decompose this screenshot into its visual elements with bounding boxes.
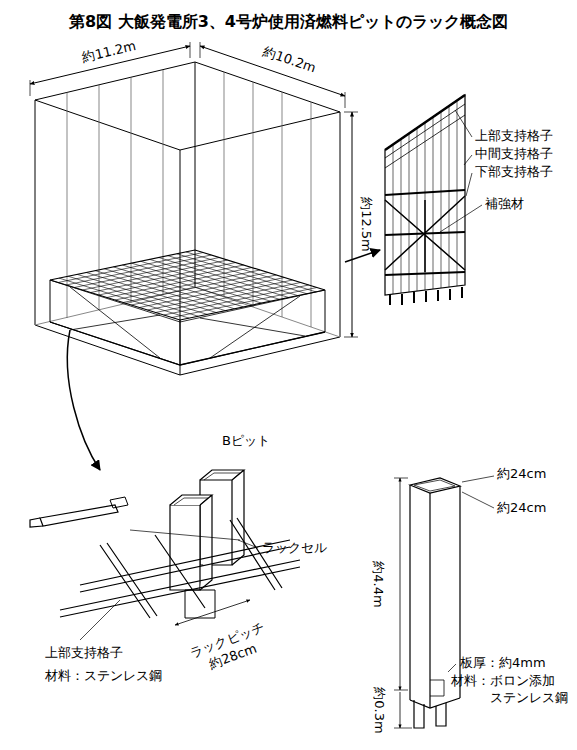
drawing-stroke <box>35 100 340 150</box>
drawing-stroke <box>430 680 444 696</box>
dimension: 約24cm <box>497 466 546 483</box>
pit-outline <box>30 42 380 470</box>
drawing-stroke <box>414 700 446 728</box>
drawing-stroke <box>67 330 100 470</box>
drawing-stroke <box>449 107 450 287</box>
dimension: 約12.5m <box>357 197 374 252</box>
drawing-stroke <box>410 478 460 493</box>
pit-name: Bピット <box>222 433 270 450</box>
drawing-stroke <box>170 495 212 590</box>
drawing-stroke <box>30 518 43 527</box>
dimension: ラックピッチ 約28cm <box>185 619 276 680</box>
drawing-stroke <box>417 128 418 291</box>
drawing-stroke <box>100 518 282 618</box>
dimension: 約11.2m <box>81 38 138 67</box>
part-name: ラックセル <box>262 540 327 557</box>
drawing-stroke <box>394 478 412 728</box>
part-name: 上部支持格子 <box>45 645 123 662</box>
drawing-stroke <box>385 95 465 295</box>
drawing-stroke <box>457 101 458 286</box>
drawing-stroke <box>174 498 208 505</box>
drawing-stroke <box>50 250 325 320</box>
dimension: 約4.4m <box>369 561 386 607</box>
drawing-stroke <box>344 112 358 337</box>
figure-title: 第8図 大飯発電所3、4号炉使用済燃料ピットのラック概念図 <box>0 12 577 33</box>
part-name: 中間支持格子 <box>475 146 553 163</box>
drawing-stroke <box>175 600 250 625</box>
drawing-stroke <box>156 283 301 313</box>
drawing-stroke <box>35 62 340 375</box>
dimension: 約10.2m <box>261 44 318 78</box>
drawing-stroke <box>139 278 284 308</box>
drawing-stroke <box>185 590 215 618</box>
drawing-stroke <box>352 112 353 337</box>
dimension: 約0.3m <box>370 687 387 733</box>
material-note: 材料：ボロン添加 ステンレス鋼 <box>451 673 573 707</box>
drawing-stroke <box>414 480 455 491</box>
drawing-stroke <box>164 285 309 315</box>
drawing-stroke <box>40 505 118 526</box>
drawing-stroke <box>110 497 128 508</box>
drawing-stroke <box>30 42 345 108</box>
drawing-stroke <box>50 322 325 365</box>
rack-module-cells <box>393 101 457 294</box>
drawing-stroke <box>345 250 380 262</box>
drawing-stroke <box>170 505 200 590</box>
dimension: 約24cm <box>497 500 546 517</box>
drawing-stroke <box>186 252 316 292</box>
thickness-note: 板厚：約4mm <box>460 655 546 672</box>
drawing-stroke <box>172 288 317 318</box>
drawing-stroke <box>400 478 401 690</box>
material-note: 材料：ステンレス鋼 <box>45 668 162 685</box>
drawing-stroke <box>238 540 258 548</box>
drawing-stroke <box>204 473 240 480</box>
drawing-stroke <box>67 70 311 327</box>
part-name: 下部支持格子 <box>475 164 553 181</box>
rack-cell-detail <box>394 476 494 728</box>
drawing-stroke <box>410 698 460 708</box>
drawing-stroke <box>433 118 434 289</box>
drawing-stroke <box>148 280 293 310</box>
drawing-stroke <box>409 134 410 292</box>
part-name: 上部支持格子 <box>475 128 553 145</box>
drawing-stroke <box>441 112 442 288</box>
drawing-stroke <box>425 123 426 290</box>
drawing-stroke <box>400 692 401 728</box>
drawing-stroke <box>448 664 456 672</box>
support-grid-detail <box>30 470 300 640</box>
drawing-stroke <box>393 145 394 294</box>
rack-grid <box>50 250 325 320</box>
rack-module-detail <box>385 95 482 305</box>
part-name: 補強材 <box>485 196 524 213</box>
drawing-stroke <box>80 540 290 592</box>
drawing-stroke <box>177 254 307 294</box>
drawing-stroke <box>401 139 402 293</box>
drawing-stroke <box>80 530 240 640</box>
drawing-stroke <box>462 476 494 508</box>
drawing-stroke <box>168 256 298 296</box>
